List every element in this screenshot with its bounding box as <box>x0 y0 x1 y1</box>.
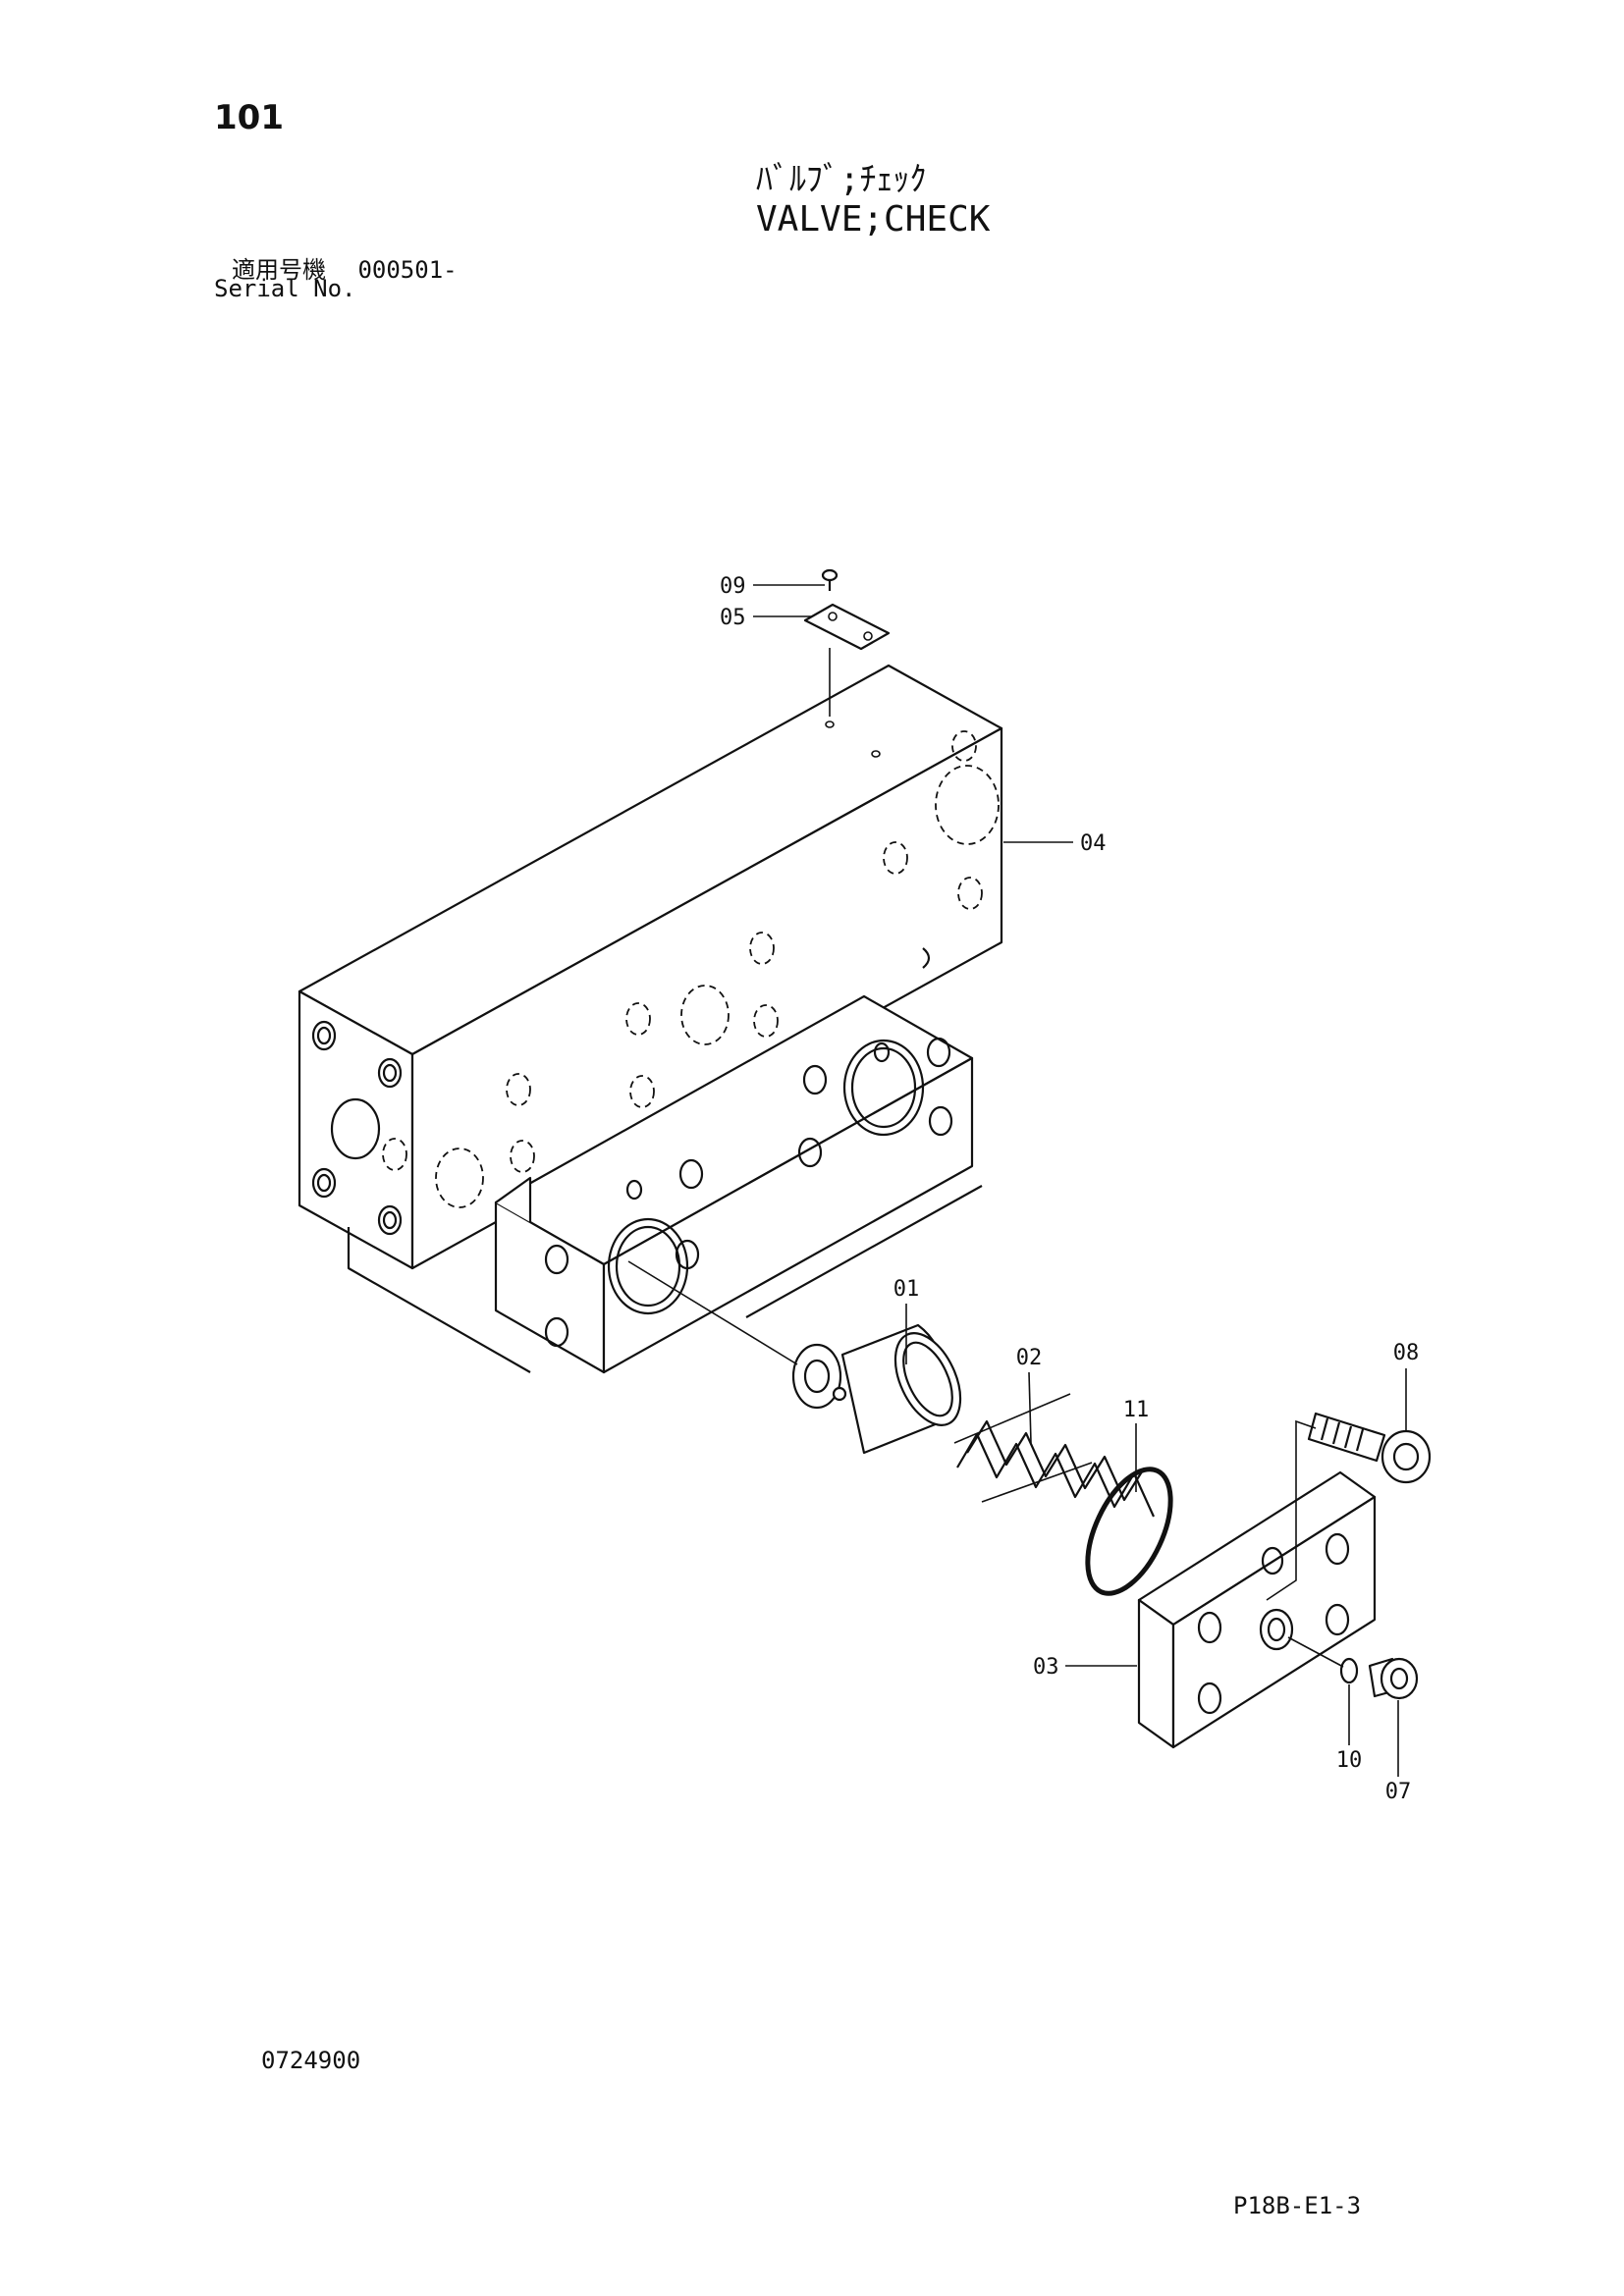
cover-plate <box>1137 1470 1377 1749</box>
housing-port-hole <box>311 1020 337 1051</box>
drawing-number: 0724900 <box>261 2047 361 2074</box>
callout-part-05: 05 <box>720 606 746 630</box>
callout-part-01: 01 <box>893 1277 920 1302</box>
housing-port-hole <box>311 1167 337 1199</box>
page-code: P18B-E1-3 <box>1233 2192 1362 2219</box>
callout-part-03: 03 <box>1033 1655 1059 1680</box>
valve-housing-block <box>298 664 1003 1270</box>
plug <box>1368 1657 1419 1700</box>
title-english: VALVE;CHECK <box>756 199 991 240</box>
name-plate <box>803 603 891 651</box>
page-number: 101 <box>214 98 284 137</box>
serial-label-english: Serial No. <box>214 275 356 302</box>
check-valve-bore <box>842 1039 925 1137</box>
cover-plug-port <box>1259 1608 1294 1651</box>
serial-value: 000501- <box>357 256 458 284</box>
spring <box>953 1393 1156 1518</box>
socket-head-bolt <box>1266 1412 1432 1601</box>
callout-part-04: 04 <box>1080 831 1107 856</box>
housing-main-port <box>330 1097 381 1160</box>
housing-side-face <box>410 726 1003 1270</box>
callout-part-02: 02 <box>1016 1346 1043 1370</box>
poppet <box>791 1323 962 1455</box>
callout-part-11: 11 <box>1123 1398 1150 1422</box>
callout-part-08: 08 <box>1393 1341 1420 1365</box>
body-side-face <box>602 1056 974 1374</box>
check-valve-body <box>347 994 983 1374</box>
check-valve-bore <box>607 1217 689 1315</box>
serial-label-japanese: 適用号機 <box>232 256 326 284</box>
callout-part-07: 07 <box>1385 1780 1412 1804</box>
title-japanese: ﾊﾞﾙﾌﾞ;ﾁｪｯｸ <box>756 160 927 199</box>
callout-part-10: 10 <box>1336 1748 1363 1773</box>
o-ring <box>1085 1467 1173 1596</box>
housing-port-hole <box>377 1057 403 1089</box>
serial-line-japanese: 適用号機 000501- <box>232 250 458 285</box>
housing-port-hole <box>377 1204 403 1236</box>
callout-part-09: 09 <box>720 574 746 599</box>
small-o-ring <box>1339 1657 1359 1684</box>
plate-screw <box>821 568 839 591</box>
